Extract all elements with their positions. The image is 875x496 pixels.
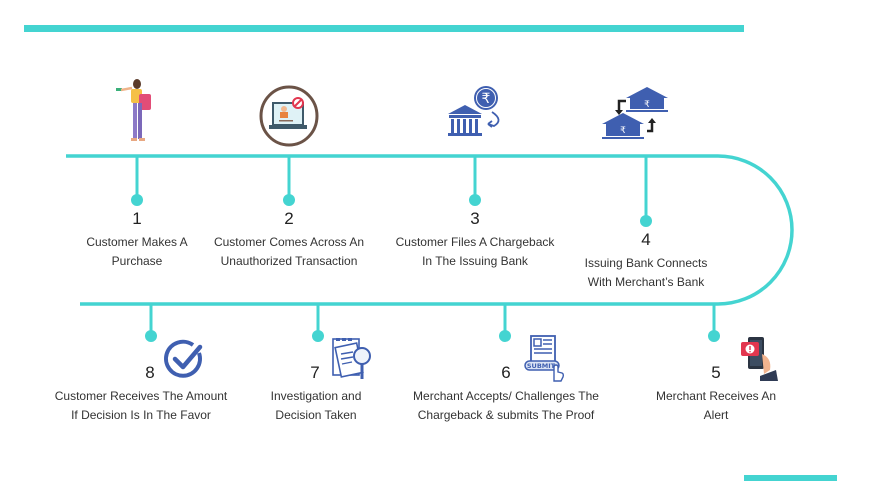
step-3-line1: Customer Files A Chargeback (395, 235, 555, 249)
step-5-label: Merchant Receives An Alert (656, 387, 776, 425)
connector-5 (708, 304, 720, 342)
step-1-line1: Customer Makes A (86, 235, 188, 249)
shopper-icon (116, 79, 151, 141)
step-4-line1: Issuing Bank Connects (584, 256, 708, 270)
step-4-line2: With Merchant’s Bank (587, 275, 705, 289)
step-6-label: Merchant Accepts/ Challenges The Chargeb… (413, 387, 599, 425)
step-5-number: 5 (711, 363, 721, 382)
connector-1 (131, 156, 143, 206)
step-8-number: 8 (145, 363, 155, 382)
step-2-number: 2 (284, 209, 294, 228)
rupee-symbol: ₹ (620, 126, 626, 136)
step-2-line1: Customer Comes Across An (213, 235, 365, 249)
submit-text: SUBMIT (527, 362, 556, 370)
step-2-line2: Unauthorized Transaction (220, 254, 358, 268)
step-2-label: Customer Comes Across An Unauthorized Tr… (214, 233, 364, 271)
step-7-number: 7 (310, 363, 320, 382)
connector-6 (499, 304, 511, 342)
bottom-accent-bar (744, 475, 837, 481)
submit-form-icon: SUBMIT (524, 335, 565, 382)
step-7-label: Investigation and Decision Taken (271, 387, 362, 425)
bank-rupee-icon: ₹ (448, 86, 500, 136)
step-5-line1: Merchant Receives An (655, 389, 777, 403)
connector-2 (283, 156, 295, 206)
connector-7 (312, 304, 324, 342)
rupee-symbol: ₹ (482, 91, 491, 107)
step-6-line2: Chargeback & submits The Proof (417, 408, 595, 422)
rupee-symbol: ₹ (644, 100, 650, 110)
step-7-line1: Investigation and (270, 389, 362, 403)
step-3-number: 3 (470, 209, 480, 228)
step-4-label: Issuing Bank Connects With Merchant’s Ba… (585, 254, 708, 292)
connector-8 (145, 304, 157, 342)
step-6-number: 6 (501, 363, 511, 382)
step-8-line2: If Decision Is In The Favor (71, 408, 211, 422)
check-circle-icon (164, 339, 203, 378)
step-1-line2: Purchase (111, 254, 163, 268)
step-1-number: 1 (132, 209, 142, 228)
step-8-label: Customer Receives The Amount If Decision… (55, 387, 228, 425)
phone-alert-icon (741, 337, 778, 381)
step-3-line2: In The Issuing Bank (422, 254, 528, 268)
connector-3 (469, 156, 481, 206)
step-4-number: 4 (641, 230, 651, 249)
step-7-line2: Decision Taken (275, 408, 357, 422)
top-accent-bar (24, 25, 744, 32)
document-search-icon (332, 338, 371, 379)
step-3-label: Customer Files A Chargeback In The Issui… (396, 233, 555, 271)
step-6-line1: Merchant Accepts/ Challenges The (413, 389, 599, 403)
step-1-label: Customer Makes A Purchase (86, 233, 187, 271)
step-8-line1: Customer Receives The Amount (54, 389, 228, 403)
connector-4 (640, 156, 652, 227)
timeline-track (66, 154, 794, 306)
step-5-line2: Alert (703, 408, 729, 422)
blocked-laptop-icon (259, 85, 319, 147)
bank-transfer-icon: ₹ ₹ (602, 87, 668, 139)
